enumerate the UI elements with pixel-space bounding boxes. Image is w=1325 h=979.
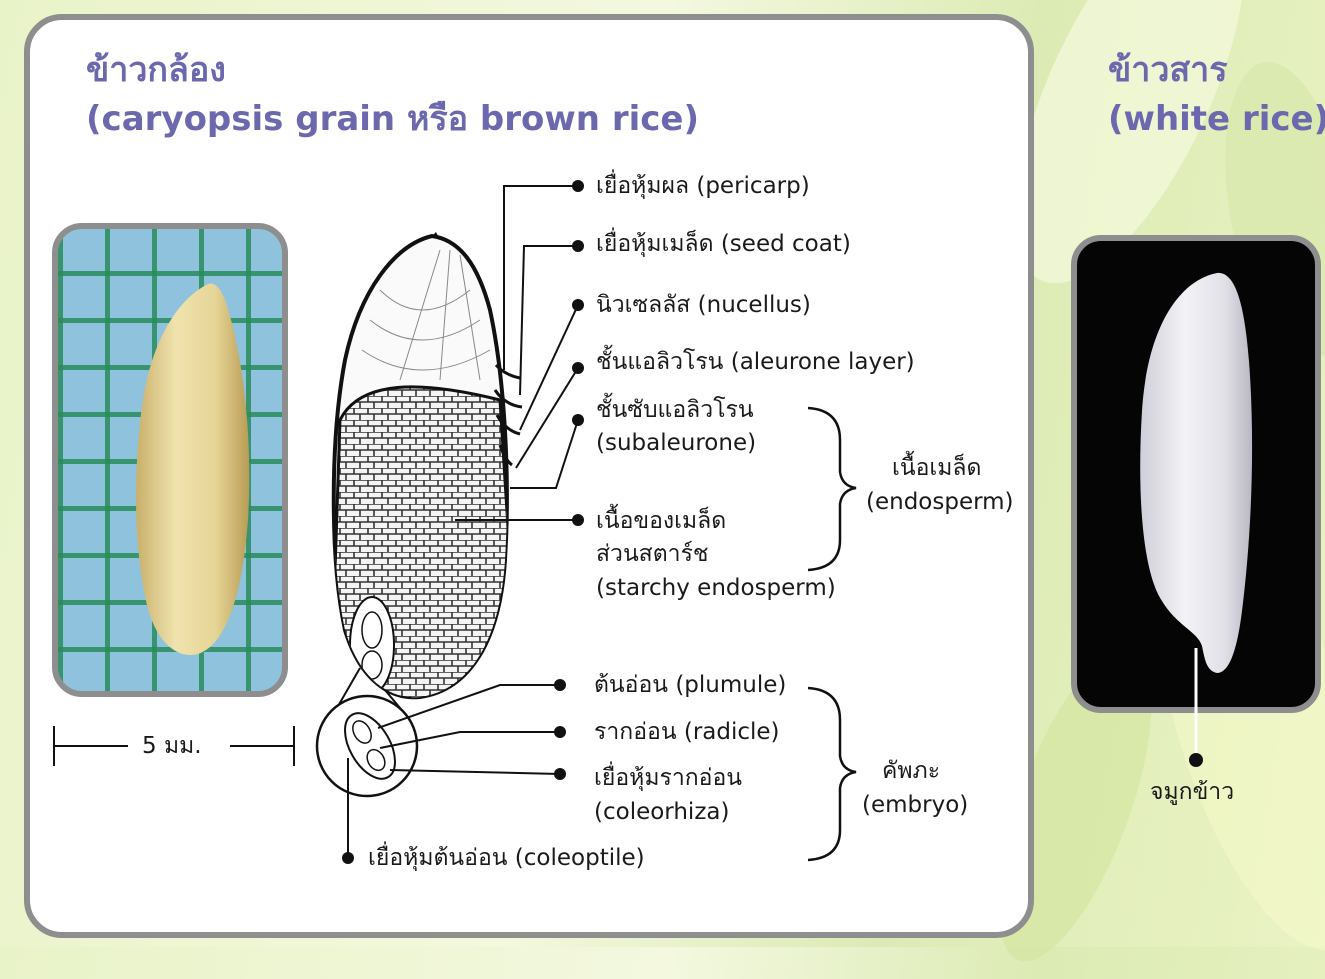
label-subaleurone-english: (subaleurone) [596, 428, 756, 458]
germ-pointer-dot [1189, 753, 1203, 767]
label-starchy-endosperm-thai-1: เนื้อของเมล็ด [596, 506, 726, 536]
label-radicle: รากอ่อน (radicle) [594, 717, 780, 747]
label-pericarp: เยื่อหุ้มผล (pericarp) [596, 171, 810, 201]
label-coleorhiza-english: (coleorhiza) [594, 797, 729, 827]
label-germ: จมูกข้าว [1150, 777, 1234, 807]
label-starchy-endosperm-english: (starchy endosperm) [596, 573, 836, 603]
group-embryo-thai: คัพภะ [882, 756, 940, 786]
grain-cross-section [330, 232, 522, 720]
label-coleoptile: เยื่อหุ้มต้นอ่อน (coleoptile) [368, 843, 645, 873]
endosperm-bracket [808, 408, 856, 570]
group-endosperm-thai: เนื้อเมล็ด [892, 453, 981, 483]
embryo-bracket [808, 688, 856, 860]
group-embryo-english: (embryo) [862, 790, 968, 820]
group-endosperm-english: (endosperm) [866, 487, 1014, 517]
label-plumule: ต้นอ่อน (plumule) [594, 670, 786, 700]
label-seed-coat: เยื่อหุ้มเมล็ด (seed coat) [596, 229, 851, 259]
label-starchy-endosperm-thai-2: ส่วนสตาร์ช [596, 539, 709, 569]
label-coleorhiza-thai: เยื่อหุ้มรากอ่อน [594, 763, 742, 793]
label-subaleurone-thai: ชั้นซับแอลิวโรน [596, 395, 754, 425]
label-aleurone-layer: ชั้นแอลิวโรน (aleurone layer) [596, 347, 915, 377]
scale-label: 5 มม. [142, 731, 202, 761]
label-nucellus: นิวเซลลัส (nucellus) [596, 290, 811, 320]
